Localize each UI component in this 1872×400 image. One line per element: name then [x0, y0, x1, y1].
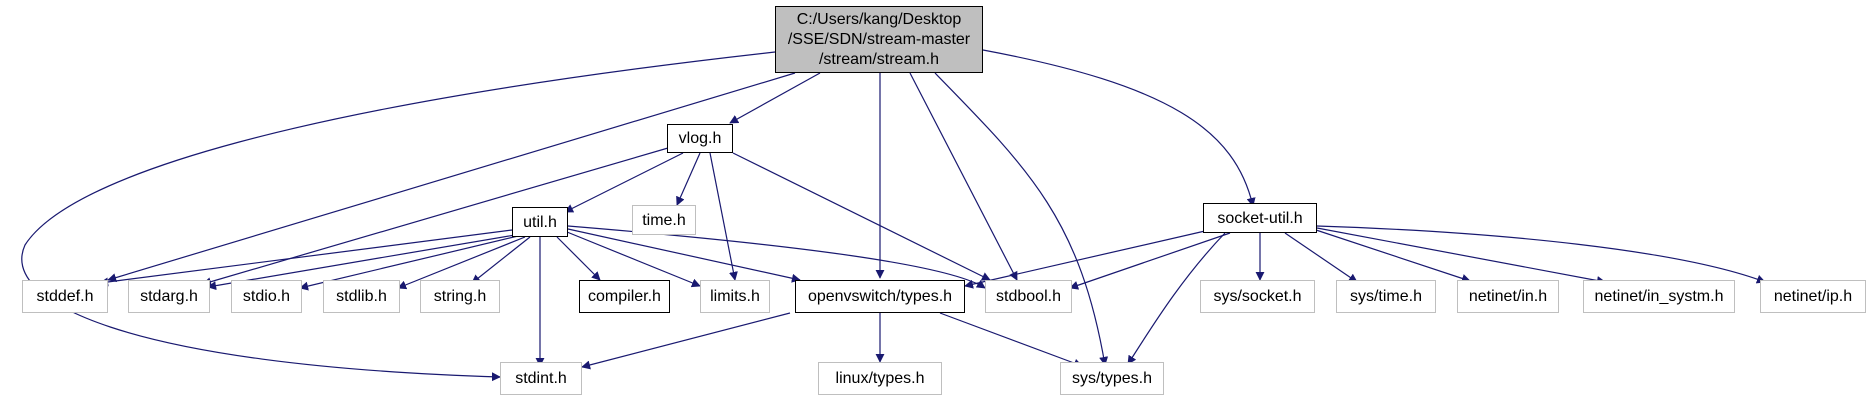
node-label: stdbool.h — [996, 288, 1061, 305]
edge-vlog-stdarg — [202, 147, 669, 287]
node-label: stdio.h — [242, 288, 291, 305]
node-stdarg-h[interactable]: stdarg.h — [128, 280, 210, 313]
node-label: openvswitch/types.h — [807, 288, 953, 305]
node-label: compiler.h — [588, 288, 661, 305]
edge-socketutil-ovstypes — [964, 230, 1206, 289]
node-stdio-h[interactable]: stdio.h — [231, 280, 302, 313]
edge-socketutil-systypes — [1127, 232, 1226, 365]
root-line-1: C:/Users/kang/Desktop — [796, 10, 962, 28]
edge-util-compiler — [556, 236, 601, 281]
edge-util-stdio — [299, 235, 519, 291]
node-openvswitch-types-h[interactable]: openvswitch/types.h — [795, 280, 965, 313]
edge-socketutil-netinetin — [1312, 228, 1471, 283]
node-label: stddef.h — [36, 288, 94, 305]
node-label: socket-util.h — [1217, 209, 1303, 227]
root-line-2: /SSE/SDN/stream-master — [787, 30, 971, 48]
edge-vlog-time — [676, 152, 701, 206]
edge-root-socketutil — [982, 49, 1256, 207]
edge-root-systypes — [934, 72, 1109, 366]
node-label: sys/time.h — [1349, 288, 1422, 305]
root-line-3: /stream/stream.h — [818, 50, 940, 68]
node-stdbool-h[interactable]: stdbool.h — [985, 280, 1072, 313]
node-linux-types-h[interactable]: linux/types.h — [818, 362, 942, 395]
node-root-stream-h[interactable]: C:/Users/kang/Desktop /SSE/SDN/stream-ma… — [775, 6, 983, 73]
edge-root-vlog — [729, 72, 821, 124]
node-socket-util-h[interactable]: socket-util.h — [1203, 203, 1317, 233]
node-time-h[interactable]: time.h — [632, 205, 696, 235]
node-stddef-h[interactable]: stddef.h — [22, 280, 108, 313]
node-label: util.h — [523, 213, 557, 231]
edge-ovstypes-stdint — [581, 312, 791, 370]
node-vlog-h[interactable]: vlog.h — [667, 124, 733, 153]
edge-util-stddef — [99, 229, 513, 287]
node-label: time.h — [642, 211, 686, 229]
edge-vlog-util — [564, 152, 684, 213]
node-sys-types-h[interactable]: sys/types.h — [1060, 362, 1164, 395]
edge-util-stdarg — [207, 234, 516, 291]
node-label: sys/types.h — [1071, 370, 1153, 387]
node-label: stdlib.h — [336, 288, 387, 305]
node-label: vlog.h — [678, 130, 722, 147]
node-compiler-h[interactable]: compiler.h — [579, 280, 670, 313]
node-sys-time-h[interactable]: sys/time.h — [1336, 280, 1436, 313]
edge-socketutil-netinsystm — [1316, 227, 1606, 285]
node-string-h[interactable]: string.h — [420, 280, 500, 313]
node-limits-h[interactable]: limits.h — [700, 280, 770, 313]
edge-root-stdint — [21, 51, 776, 382]
node-label: sys/socket.h — [1213, 288, 1302, 305]
node-label: limits.h — [710, 288, 760, 305]
edge-socketutil-netinetip — [1316, 225, 1766, 284]
edge-vlog-stdbool — [732, 152, 991, 281]
node-netinet-ip-h[interactable]: netinet/ip.h — [1760, 280, 1866, 313]
node-stdint-h[interactable]: stdint.h — [500, 362, 582, 395]
edge-util-stdlib — [397, 236, 526, 290]
edge-root-stdbool — [909, 72, 1018, 281]
edge-vlog-limits — [709, 152, 738, 281]
node-netinet-in-h[interactable]: netinet/in.h — [1457, 280, 1559, 313]
edge-util-limits — [566, 231, 701, 288]
node-stdlib-h[interactable]: stdlib.h — [323, 280, 400, 313]
edge-util-ovstypes — [567, 228, 801, 283]
edge-socketutil-stdbool — [1069, 232, 1231, 290]
node-sys-socket-h[interactable]: sys/socket.h — [1200, 280, 1315, 313]
node-label: string.h — [433, 288, 487, 305]
node-label: netinet/ip.h — [1773, 288, 1853, 305]
node-label: stdarg.h — [140, 288, 198, 305]
edge-util-stdbool — [567, 225, 986, 289]
node-label: netinet/in_systm.h — [1594, 288, 1724, 305]
edge-ovstypes-systypes — [939, 312, 1083, 368]
node-label: linux/types.h — [835, 370, 925, 387]
node-netinet-in-systm-h[interactable]: netinet/in_systm.h — [1583, 280, 1735, 313]
edge-util-string — [471, 236, 531, 284]
edge-socketutil-systime — [1284, 232, 1358, 283]
node-util-h[interactable]: util.h — [512, 207, 568, 237]
node-label: stdint.h — [515, 370, 567, 387]
node-label: netinet/in.h — [1468, 288, 1548, 305]
edge-root-stddef — [107, 72, 796, 282]
